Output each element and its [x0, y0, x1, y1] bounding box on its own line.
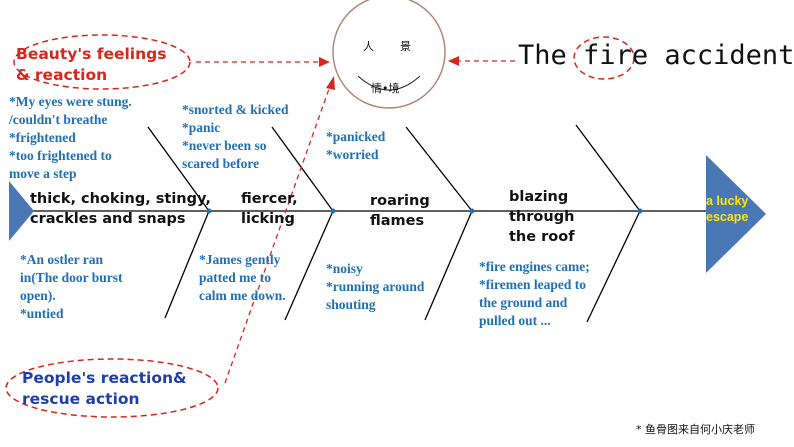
oval-beauty [13, 34, 191, 90]
title: The fire accident [518, 40, 794, 71]
note-top-3: *panicked *worried [326, 129, 386, 162]
note-bottom-4: *fire engines came; *firemen leaped to t… [479, 259, 590, 328]
title-suffix: accident [664, 40, 794, 71]
stage-3: roaring flames [370, 193, 430, 229]
face-circle [332, 0, 446, 109]
bone-lower-3 [424, 210, 473, 321]
bone-upper-2 [271, 126, 334, 212]
bone-lower-2 [284, 210, 334, 321]
bone-upper-3 [405, 126, 473, 212]
face-smile [357, 75, 421, 91]
stage-2: fiercer, licking [241, 191, 298, 227]
fish-tail [9, 181, 34, 241]
joint-dot [637, 208, 643, 214]
arrowhead-icon [448, 56, 459, 66]
credit: * 鱼骨图来自何小庆老师 [636, 423, 755, 436]
bone-lower-1 [164, 210, 210, 319]
stage-1: thick, choking, stingy, crackles and sna… [30, 191, 211, 227]
oval-people-label: People's reaction& rescue action [22, 369, 187, 408]
face-right-char: 景 [400, 40, 411, 53]
oval-people [5, 358, 219, 418]
bone-upper-1 [147, 126, 210, 212]
stage-4: blazing through the roof [509, 189, 575, 245]
face-mouth-text: 情•境 [371, 82, 400, 95]
note-top-1: *My eyes were stung. /couldn't breathe *… [9, 94, 132, 181]
note-bottom-2: *James gently patted me to calm me down. [199, 252, 286, 303]
oval-beauty-label: Beauty's feelings & reaction [16, 45, 167, 84]
oval-fire [573, 36, 635, 80]
note-top-2: *snorted & kicked *panic *never been so … [182, 102, 289, 171]
joint-dot [206, 208, 212, 214]
arrowhead-icon [326, 76, 335, 90]
note-bottom-3: *noisy *running around shouting [326, 261, 425, 312]
head-label: a lucky escape [706, 194, 749, 224]
joint-dot [330, 208, 336, 214]
title-prefix: The [518, 40, 567, 71]
bone-lower-4 [586, 210, 641, 323]
joint-dot [469, 208, 475, 214]
dashed-arrow-people [224, 85, 331, 384]
fish-head [706, 155, 766, 273]
note-bottom-1: *An ostler ran in(The door burst open). … [20, 252, 123, 321]
arrowhead-icon [319, 57, 330, 67]
title-highlight: fire [583, 40, 649, 71]
face-left-char: 人 [363, 40, 374, 53]
bone-upper-4 [575, 124, 641, 212]
